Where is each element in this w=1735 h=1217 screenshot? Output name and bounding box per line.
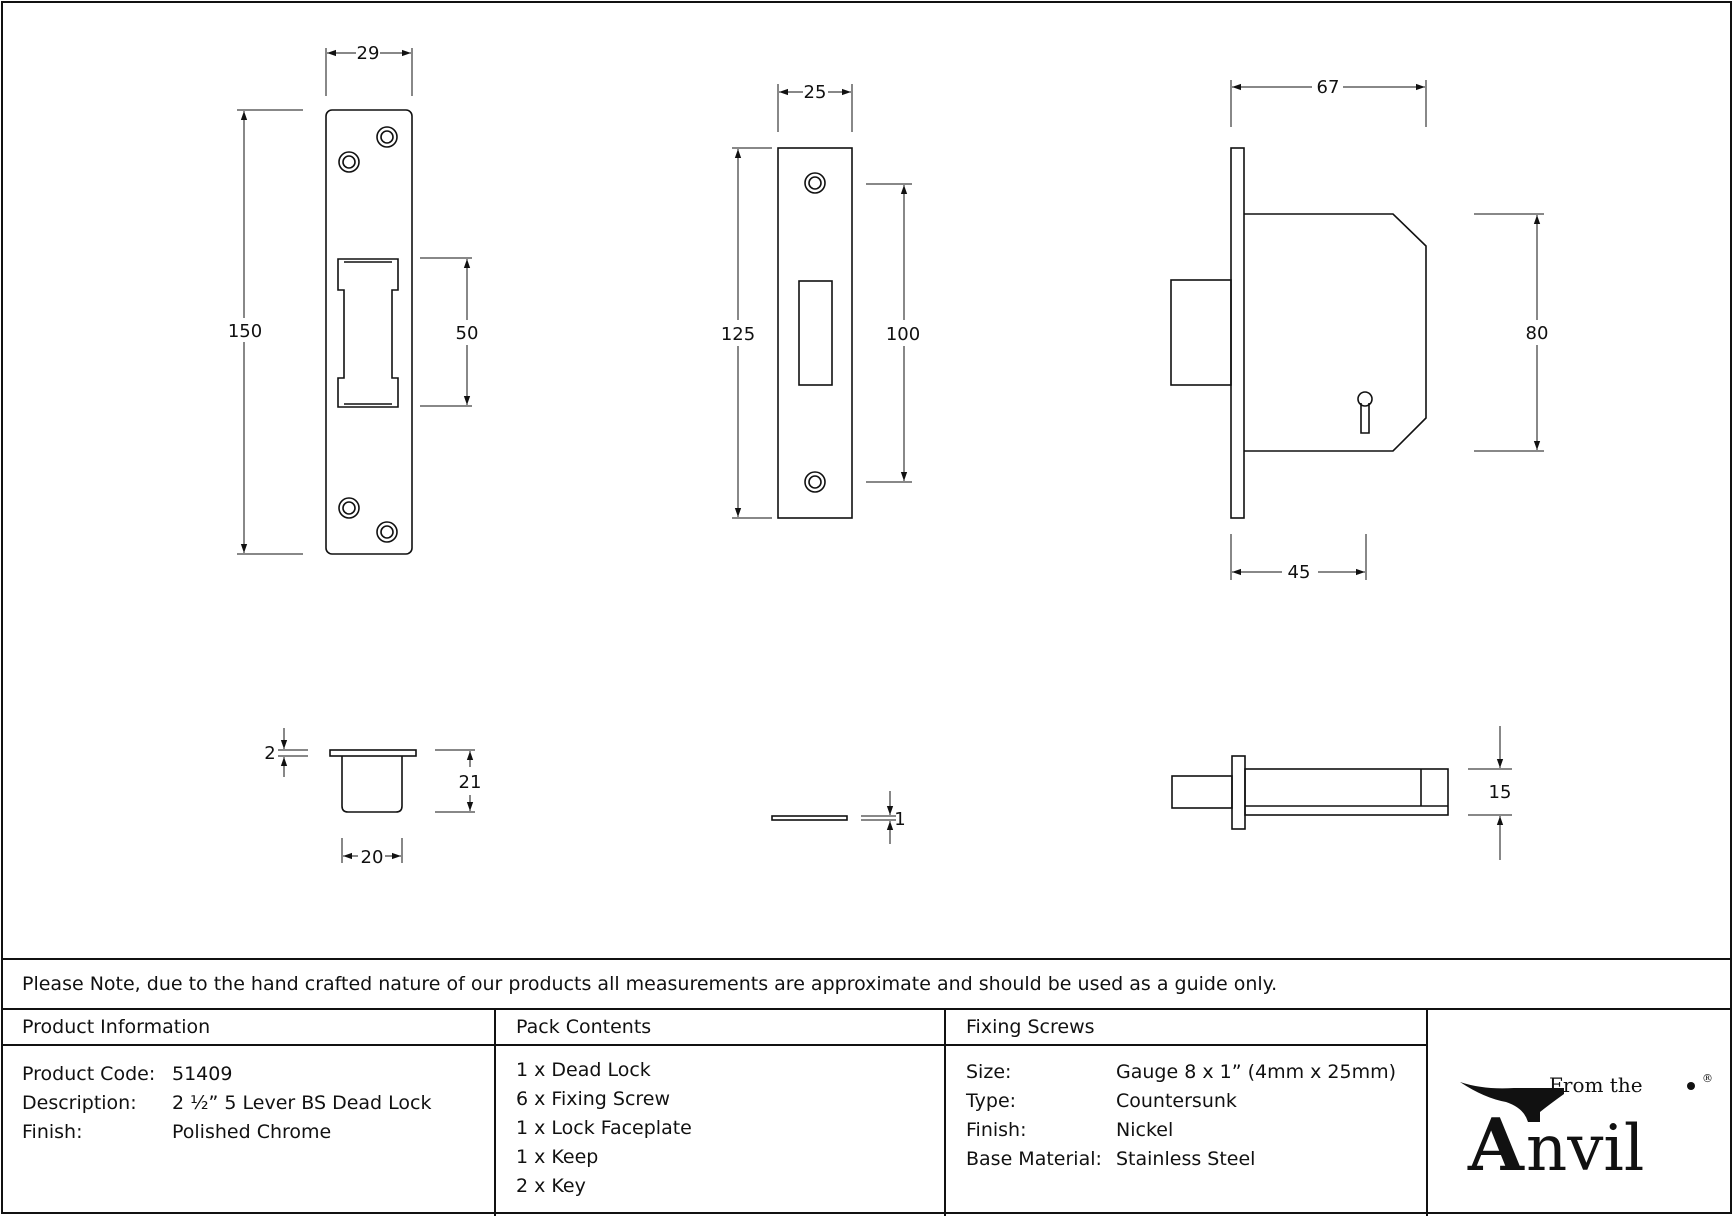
description-label: Description: xyxy=(22,1092,137,1114)
screw-type-label: Type: xyxy=(966,1090,1017,1112)
screw-finish-value: Nickel xyxy=(1116,1119,1174,1141)
dim-keep-box-width: 20 xyxy=(361,847,384,868)
logo-big-rest: nvil xyxy=(1526,1112,1644,1180)
lock-body-top-view xyxy=(1171,755,1449,830)
from-the-anvil-logo: From the ® A nvil xyxy=(1460,1072,1713,1180)
screw-size-value: Gauge 8 x 1” (4mm x 25mm) xyxy=(1116,1061,1397,1083)
dim-keep-opening: 50 xyxy=(456,323,479,344)
keep-end-view xyxy=(329,749,417,813)
dim-faceplate-height: 125 xyxy=(721,324,755,345)
lock-body-side-view xyxy=(1170,147,1427,519)
measurement-note: Please Note, due to the hand crafted nat… xyxy=(2,958,1731,1010)
technical-drawing: 29 150 50 25 125 100 67 80 45 2 21 20 1 … xyxy=(228,43,1549,868)
dim-body-height: 80 xyxy=(1526,323,1549,344)
product-code-label: Product Code: xyxy=(22,1063,156,1085)
dim-body-width: 67 xyxy=(1317,77,1340,98)
finish-value: Polished Chrome xyxy=(172,1121,332,1143)
pack-item: 6 x Fixing Screw xyxy=(516,1088,671,1110)
dim-keep-height: 150 xyxy=(228,321,262,342)
pack-item: 1 x Lock Faceplate xyxy=(516,1117,692,1139)
dim-faceplate-width: 25 xyxy=(804,82,827,103)
product-information-panel: Product Information Product Code: 51409 D… xyxy=(2,1010,496,1216)
dim-keep-lip: 2 xyxy=(264,743,275,764)
pack-contents-heading: Pack Contents xyxy=(496,1010,944,1046)
faceplate-edge-view xyxy=(771,815,848,821)
brand-panel: From the ® A nvil xyxy=(1428,1010,1731,1216)
screw-base-material-value: Stainless Steel xyxy=(1116,1148,1256,1170)
logo-registered-mark: ® xyxy=(1702,1072,1713,1085)
product-code-value: 51409 xyxy=(172,1063,233,1085)
fixing-screws-panel: Fixing Screws Size: Gauge 8 x 1” (4mm x 2… xyxy=(946,1010,1428,1216)
screw-finish-label: Finish: xyxy=(966,1119,1027,1141)
screw-size-label: Size: xyxy=(966,1061,1012,1083)
dim-faceplate-thickness: 1 xyxy=(894,809,905,830)
dim-keep-width: 29 xyxy=(357,43,380,64)
logo-small-text: From the xyxy=(1549,1073,1643,1097)
logo-big-initial: A xyxy=(1467,1102,1525,1180)
pack-item: 2 x Key xyxy=(516,1175,586,1197)
dim-keep-depth: 21 xyxy=(459,772,482,793)
product-information-heading: Product Information xyxy=(2,1010,494,1046)
dim-faceplate-holes: 100 xyxy=(886,324,920,345)
pack-item: 1 x Keep xyxy=(516,1146,599,1168)
description-value: 2 ½” 5 Lever BS Dead Lock xyxy=(172,1092,432,1114)
screw-base-material-label: Base Material: xyxy=(966,1148,1102,1170)
fixing-screws-heading: Fixing Screws xyxy=(946,1010,1426,1046)
faceplate-front-view xyxy=(777,147,853,519)
pack-item: 1 x Dead Lock xyxy=(516,1059,651,1081)
pack-contents-panel: Pack Contents 1 x Dead Lock 6 x Fixing S… xyxy=(496,1010,946,1216)
dim-backset: 45 xyxy=(1288,562,1311,583)
dim-body-thickness: 15 xyxy=(1489,782,1512,803)
keep-front-view xyxy=(325,109,413,555)
screw-type-value: Countersunk xyxy=(1116,1090,1237,1112)
finish-label: Finish: xyxy=(22,1121,83,1143)
